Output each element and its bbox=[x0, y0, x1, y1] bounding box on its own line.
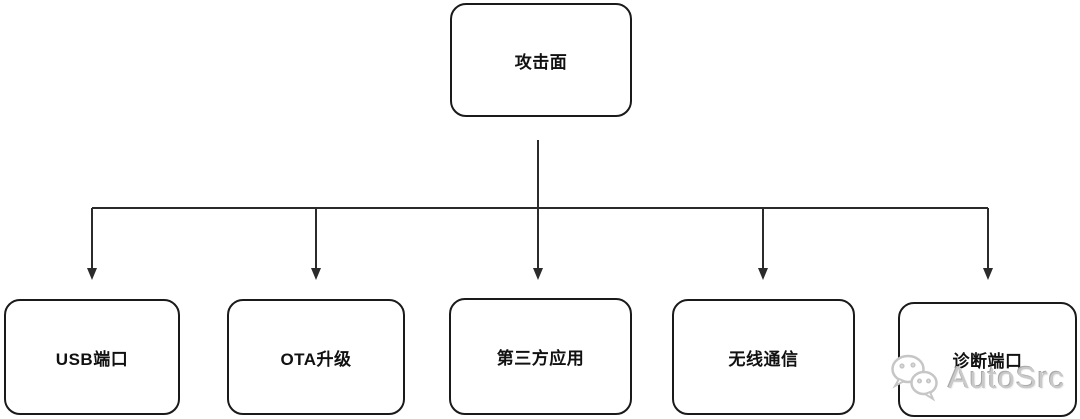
node-third-party-app: 第三方应用 bbox=[449, 298, 632, 415]
node-ota-upgrade: OTA升级 bbox=[227, 299, 405, 415]
node-wireless-comm-label: 无线通信 bbox=[728, 349, 799, 369]
arrowhead-usb bbox=[87, 268, 97, 280]
node-third-party-app-label: 第三方应用 bbox=[496, 349, 585, 368]
node-attack-surface-label: 攻击面 bbox=[514, 52, 568, 72]
node-diagnostic-port: 诊断端口 bbox=[898, 302, 1077, 417]
node-ota-upgrade-label: OTA升级 bbox=[280, 349, 352, 369]
arrowhead-wireless bbox=[758, 268, 768, 280]
node-usb-port: USB端口 bbox=[4, 299, 180, 415]
arrowhead-diagnostic bbox=[983, 268, 993, 280]
node-usb-port-label: USB端口 bbox=[55, 349, 129, 369]
node-attack-surface: 攻击面 bbox=[450, 3, 632, 117]
node-wireless-comm: 无线通信 bbox=[672, 299, 855, 415]
node-diagnostic-port-label: 诊断端口 bbox=[952, 352, 1023, 371]
arrowhead-ota bbox=[311, 268, 321, 280]
arrowhead-thirdparty bbox=[533, 268, 543, 280]
